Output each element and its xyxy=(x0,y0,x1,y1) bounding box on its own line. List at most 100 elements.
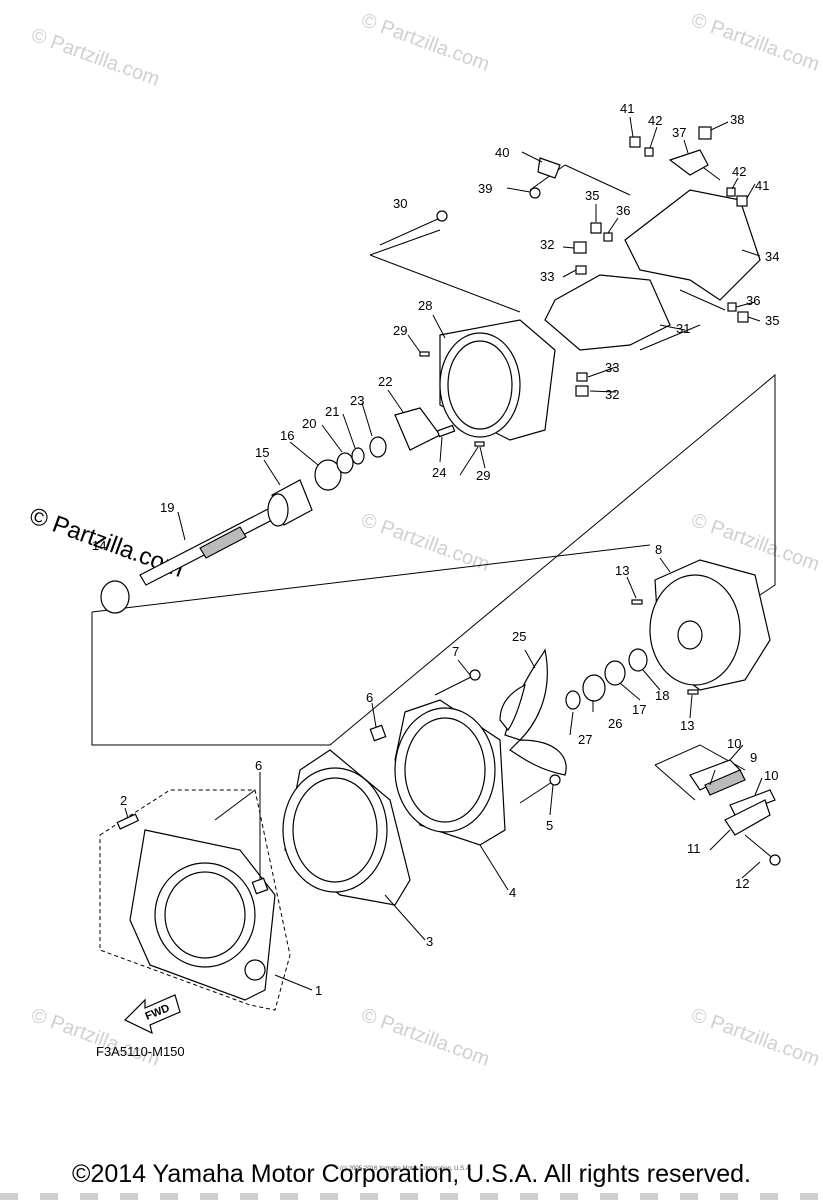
part-42-washer xyxy=(726,187,736,197)
callout-22: 22 xyxy=(378,374,392,389)
callout-3: 3 xyxy=(426,934,433,949)
callout-6: 6 xyxy=(366,690,373,705)
part-20-seal xyxy=(336,452,354,474)
part-2-pin xyxy=(116,813,140,830)
callout-42: 42 xyxy=(648,113,662,128)
callout-9: 9 xyxy=(750,750,757,765)
callout-8: 8 xyxy=(655,542,662,557)
diagram-code: F3A5110-M150 xyxy=(96,1044,185,1059)
callout-27: 27 xyxy=(578,732,592,747)
callout-numbers: 1 2 3 4 5 6 6 7 8 9 10 10 11 12 13 13 14… xyxy=(92,101,779,998)
part-32-bolt xyxy=(573,241,587,254)
part-35-bolt xyxy=(737,311,749,323)
callout-36: 36 xyxy=(616,203,630,218)
part-5-bolt xyxy=(519,779,556,804)
part-10-gasket xyxy=(729,789,776,816)
callout-31: 31 xyxy=(676,321,690,336)
part-13-pin xyxy=(631,599,643,605)
part-23-oring xyxy=(369,436,387,458)
part-8-housing xyxy=(649,559,771,691)
callout-29: 29 xyxy=(476,468,490,483)
callout-10: 10 xyxy=(764,768,778,783)
callout-4: 4 xyxy=(509,885,516,900)
callout-13: 13 xyxy=(615,563,629,578)
callout-26: 26 xyxy=(608,716,622,731)
callout-15: 15 xyxy=(255,445,269,460)
fwd-arrow: FWD xyxy=(123,994,181,1035)
callout-2: 2 xyxy=(120,793,127,808)
callout-35: 35 xyxy=(765,313,779,328)
part-17-bearing xyxy=(604,660,626,686)
part-12-bolt xyxy=(744,834,776,861)
callout-29: 29 xyxy=(393,323,407,338)
part-37-bracket xyxy=(668,149,709,176)
callout-41: 41 xyxy=(755,178,769,193)
callout-25: 25 xyxy=(512,629,526,644)
callout-19: 19 xyxy=(160,500,174,515)
callout-16: 16 xyxy=(280,428,294,443)
callout-5: 5 xyxy=(546,818,553,833)
watermark: © Partzilla.com xyxy=(688,9,822,76)
part-4-housing xyxy=(394,699,506,846)
part-22-cap xyxy=(394,407,441,451)
part-29-pin xyxy=(474,441,485,447)
part-30-bolt xyxy=(379,217,441,246)
callout-18: 18 xyxy=(655,688,669,703)
part-illustrations: FWD xyxy=(100,126,781,1035)
part-16-bearing xyxy=(314,459,342,491)
part-15-sleeve xyxy=(267,479,313,527)
callout-24: 24 xyxy=(432,465,446,480)
callout-35: 35 xyxy=(585,188,599,203)
part-6-collar xyxy=(251,877,269,895)
callout-33: 33 xyxy=(605,360,619,375)
assembly-boundary-lines xyxy=(91,164,776,1011)
callout-32: 32 xyxy=(605,387,619,402)
copyright-footer: ©2014 Yamaha Motor Corporation, U.S.A. A… xyxy=(72,1160,751,1188)
callout-42: 42 xyxy=(732,164,746,179)
part-29-pin xyxy=(419,351,430,357)
callout-39: 39 xyxy=(478,181,492,196)
part-6-collar xyxy=(369,724,387,742)
watermark: © Partzilla.com xyxy=(358,9,492,76)
callout-10: 10 xyxy=(727,736,741,751)
part-7-bolt xyxy=(434,674,476,696)
callout-32: 32 xyxy=(540,237,554,252)
callout-36: 36 xyxy=(746,293,760,308)
callout-12: 12 xyxy=(735,876,749,891)
callout-13: 13 xyxy=(680,718,694,733)
part-36-collar xyxy=(603,232,613,242)
part-21-seal xyxy=(351,447,365,465)
part-3-housing xyxy=(282,749,411,906)
part-35-bolt xyxy=(590,222,602,234)
callout-38: 38 xyxy=(730,112,744,127)
callout-6: 6 xyxy=(255,758,262,773)
part-39-bolt xyxy=(529,187,541,199)
callout-17: 17 xyxy=(632,702,646,717)
part-28-housing xyxy=(439,319,556,441)
part-36-collar xyxy=(727,302,737,312)
part-19-shaft xyxy=(139,507,277,586)
callout-23: 23 xyxy=(350,393,364,408)
callout-30: 30 xyxy=(393,196,407,211)
part-38-bolt xyxy=(698,126,712,140)
callout-33: 33 xyxy=(540,269,554,284)
part-27-oring xyxy=(565,690,581,710)
callout-1: 1 xyxy=(315,983,322,998)
callout-7: 7 xyxy=(452,644,459,659)
part-41-bolt xyxy=(629,136,641,148)
callout-14: 14 xyxy=(92,538,106,553)
callout-41: 41 xyxy=(620,101,634,116)
watermark: © Partzilla.com xyxy=(358,1004,492,1071)
part-33-collar xyxy=(576,372,588,382)
part-14-bearing xyxy=(100,580,130,614)
watermark: © Partzilla.com xyxy=(358,509,492,576)
part-13-pin xyxy=(687,689,699,695)
part-34-deflector xyxy=(624,189,761,301)
part-25-impeller xyxy=(499,648,567,776)
part-33-collar xyxy=(575,265,587,275)
part-9-plate xyxy=(704,769,746,796)
part-24-bolt xyxy=(436,424,456,438)
callout-40: 40 xyxy=(495,145,509,160)
callout-21: 21 xyxy=(325,404,339,419)
